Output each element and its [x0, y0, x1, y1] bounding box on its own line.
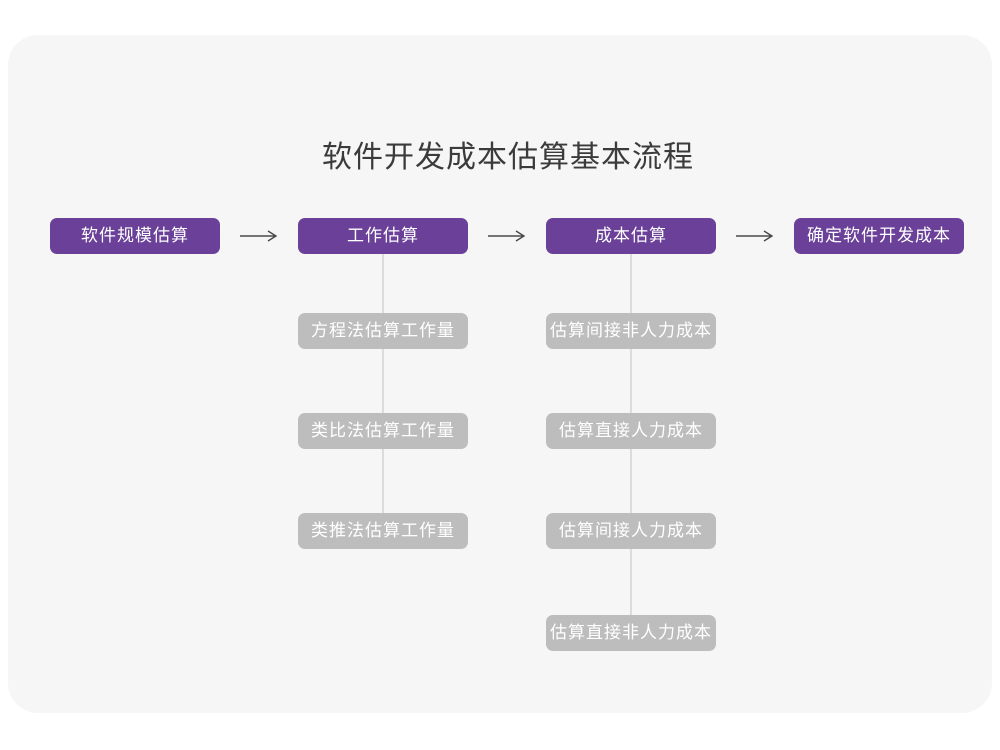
- arrow-right-icon: [488, 230, 526, 242]
- flow-node-cost-estimation: 成本估算: [546, 218, 716, 254]
- sub-node-equation-method: 方程法估算工作量: [298, 313, 468, 349]
- sub-node-direct-labor-cost: 估算直接人力成本: [546, 413, 716, 449]
- flow-node-software-scale-estimation: 软件规模估算: [50, 218, 220, 254]
- connector-line-work-column: [382, 254, 384, 531]
- sub-node-direct-nonlabor-cost: 估算直接非人力成本: [546, 615, 716, 651]
- flowchart-card: 软件开发成本估算基本流程 软件规模估算 工作估算 成本估算 确定软件开发成本 方…: [8, 35, 992, 713]
- flow-node-work-estimation: 工作估算: [298, 218, 468, 254]
- flow-node-determine-dev-cost: 确定软件开发成本: [794, 218, 964, 254]
- arrow-right-icon: [736, 230, 774, 242]
- page-title: 软件开发成本估算基本流程: [322, 141, 694, 174]
- arrow-right-icon: [240, 230, 278, 242]
- sub-node-indirect-nonlabor-cost: 估算间接非人力成本: [546, 313, 716, 349]
- sub-node-inference-method: 类推法估算工作量: [298, 513, 468, 549]
- sub-node-indirect-labor-cost: 估算间接人力成本: [546, 513, 716, 549]
- sub-node-analogy-method: 类比法估算工作量: [298, 413, 468, 449]
